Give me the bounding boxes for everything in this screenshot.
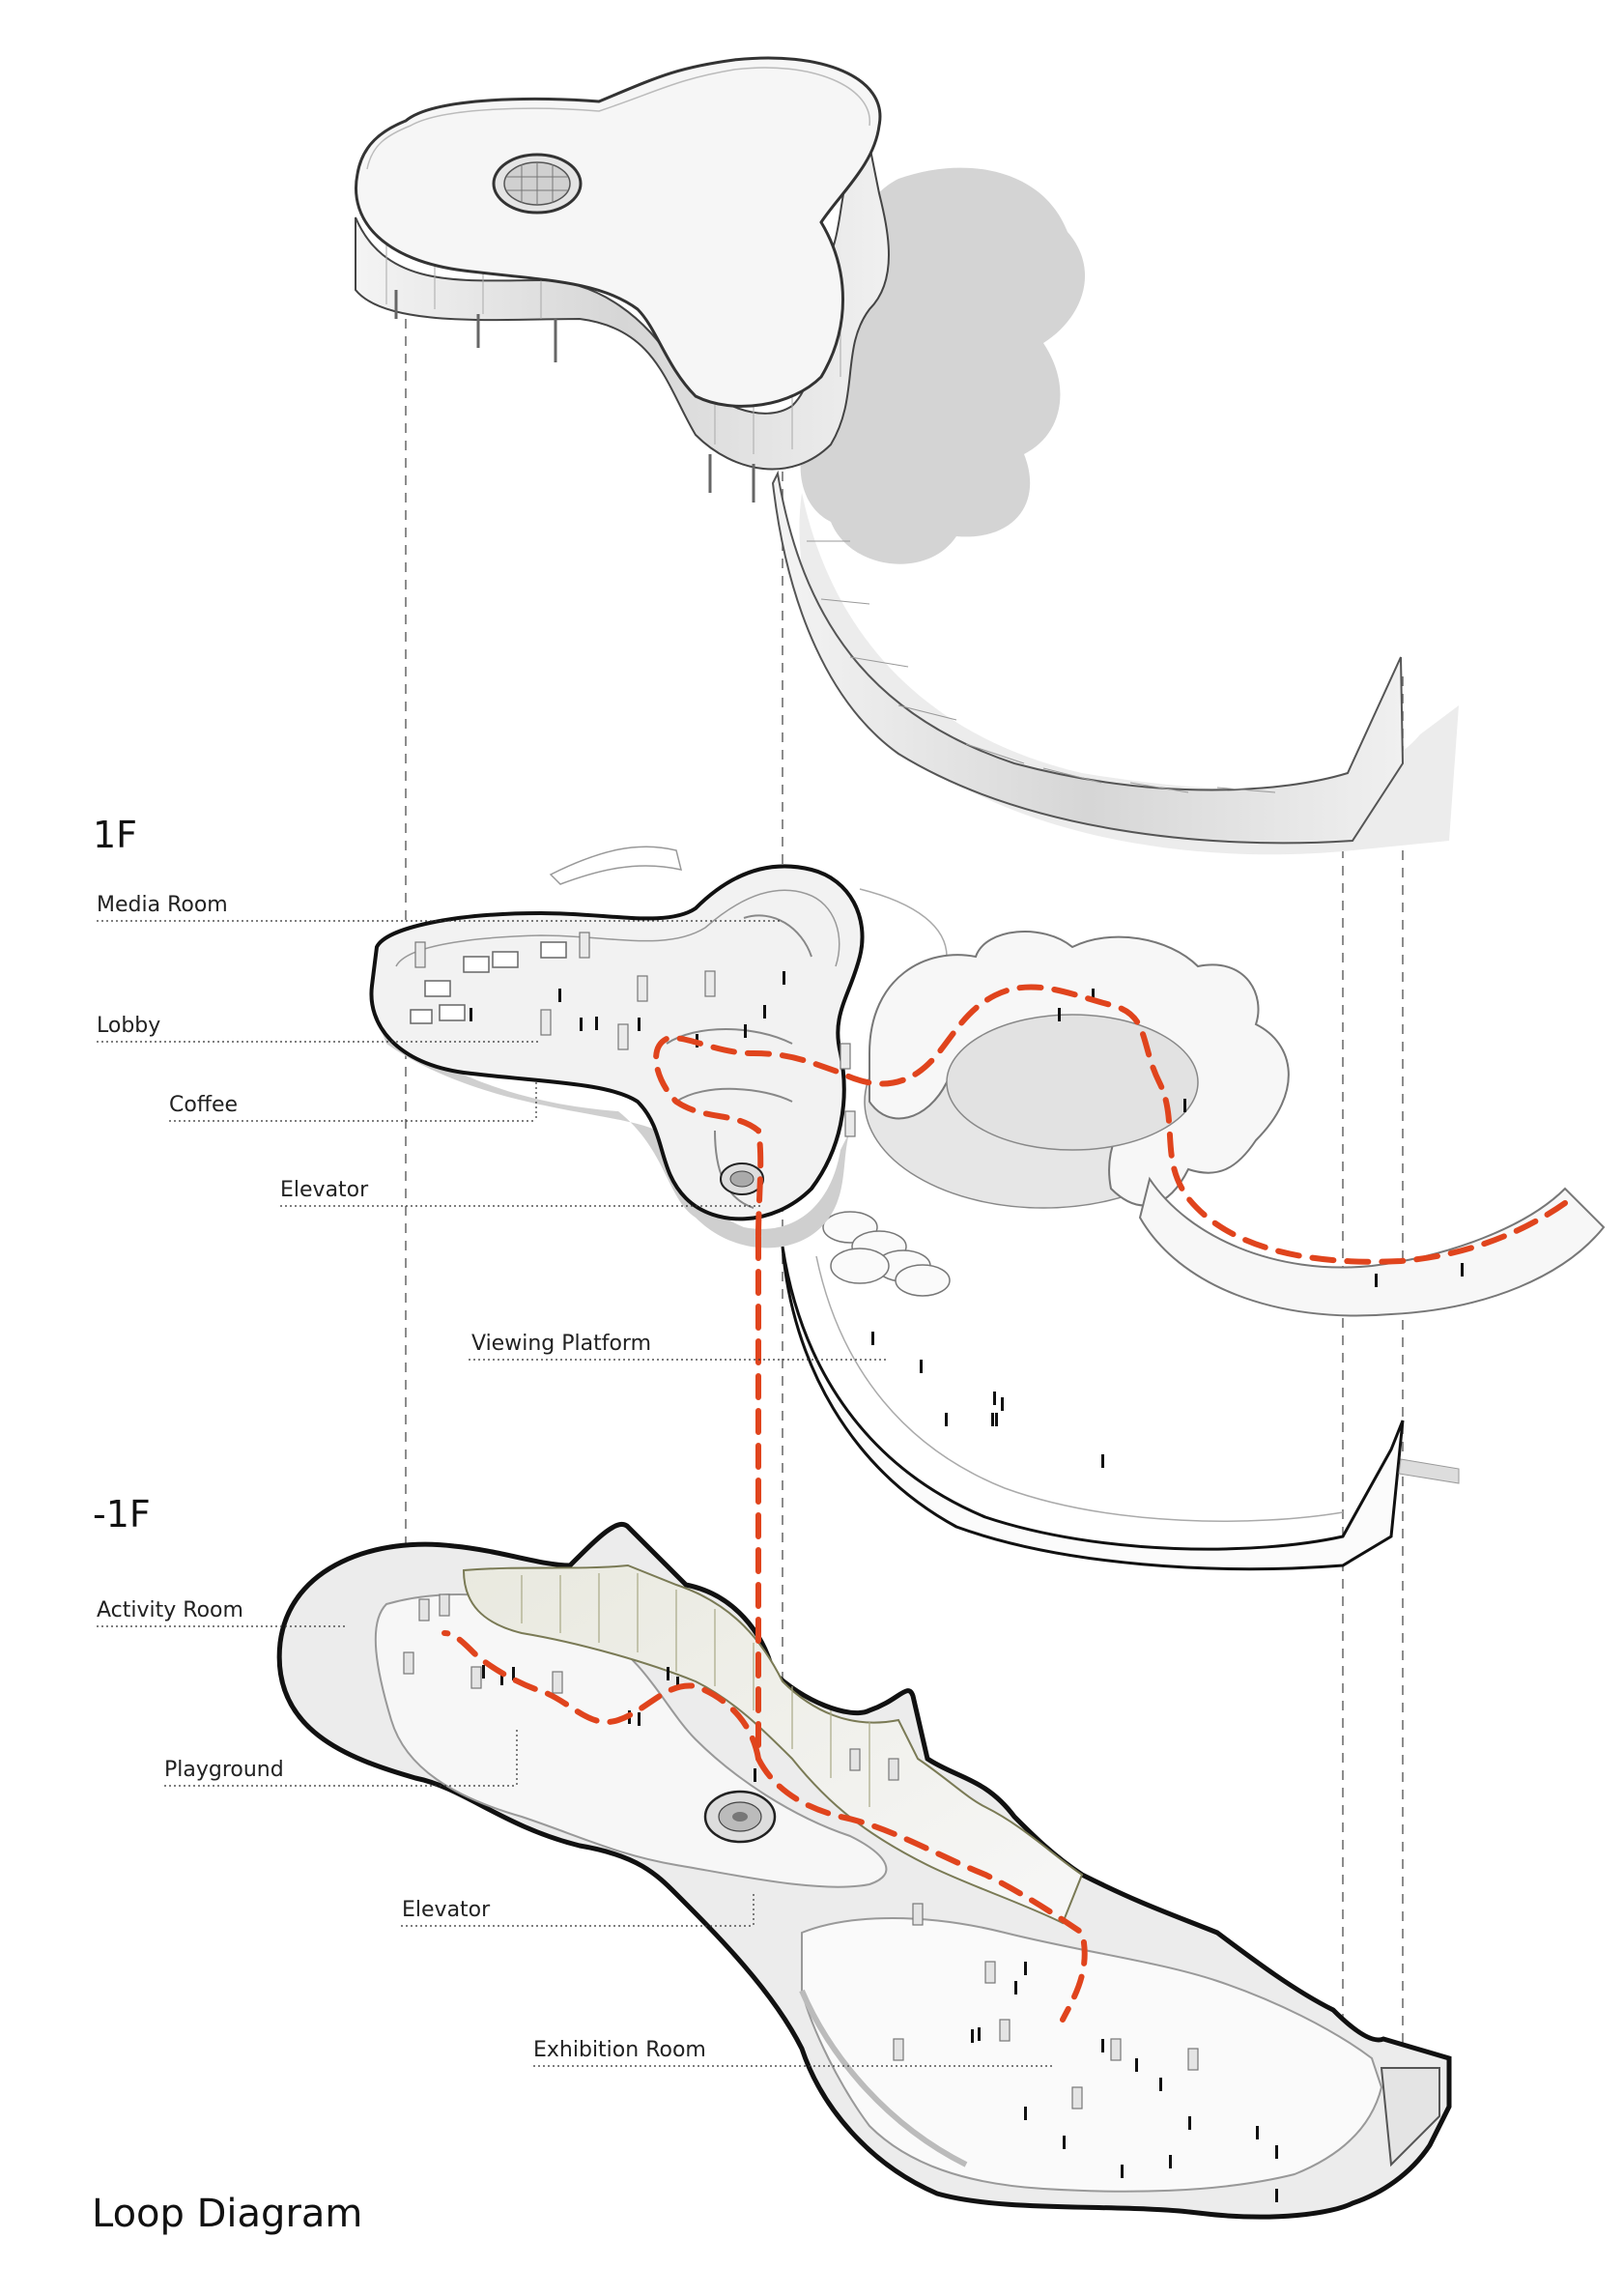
label-activity-room: Activity Room: [97, 1598, 243, 1622]
leader-lines: [97, 920, 1053, 2067]
elevator-b1-icon: [703, 1790, 777, 1844]
skylight-icon: [492, 153, 583, 215]
diagram-title: Loop Diagram: [92, 2192, 363, 2236]
label-lobby: Lobby: [97, 1014, 161, 1038]
label-elevator-1f: Elevator: [280, 1178, 369, 1202]
roof-facade: [355, 143, 890, 471]
floor-label-b1: -1F: [93, 1493, 151, 1535]
viewing-platform: [781, 1246, 1405, 1571]
elevator-1f-icon: [720, 1162, 764, 1195]
roof-slab: [355, 56, 882, 408]
label-coffee: Coffee: [169, 1093, 239, 1117]
first-floor-plan: [367, 846, 1606, 1571]
label-viewing-platform: Viewing Platform: [471, 1332, 652, 1356]
exhibition-floor: [801, 1917, 1383, 2193]
walkway-1f: [1138, 1176, 1606, 1317]
floor-label-1f: 1F: [93, 814, 138, 856]
label-playground: Playground: [164, 1758, 284, 1782]
label-media-room: Media Room: [97, 893, 228, 917]
label-exhibition-room: Exhibition Room: [533, 2038, 706, 2062]
roof-volume: [355, 56, 1459, 855]
label-elevator-b1: Elevator: [402, 1898, 491, 1922]
loop-path: [441, 984, 1568, 2023]
basement-floor-plan: [276, 1521, 1452, 2220]
